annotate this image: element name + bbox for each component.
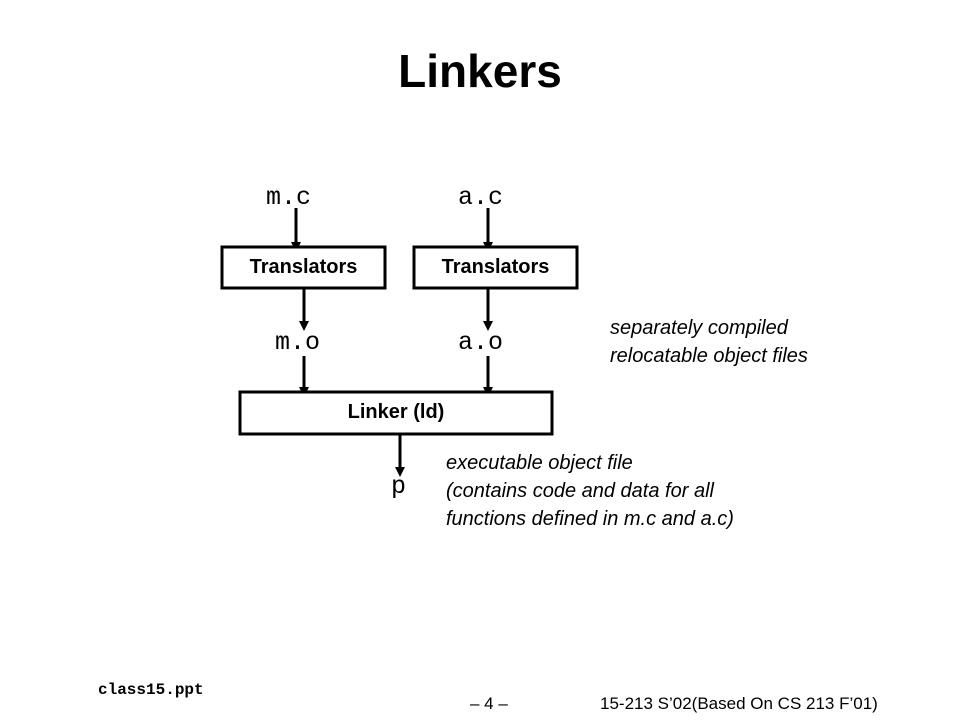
object-label-mo: m.o — [275, 328, 321, 357]
executable-note-line: functions defined in m.c and a.c) — [446, 508, 734, 530]
executable-note-line: executable object file — [446, 452, 633, 474]
relocatable-note-line: relocatable object files — [610, 345, 808, 367]
footer-course: 15-213 S’02(Based On CS 213 F’01) — [600, 694, 878, 713]
object-label-ao: a.o — [458, 328, 504, 357]
relocatable-note: separately compiled relocatable object f… — [610, 314, 808, 370]
executable-note: executable object file (contains code an… — [446, 449, 734, 533]
linker-box — [238, 390, 554, 436]
translator-label-left: Translators — [249, 256, 358, 278]
slide-title: Linkers — [398, 45, 562, 97]
translator-box-left — [220, 245, 387, 290]
translator-box-right — [412, 245, 579, 290]
relocatable-note-line: separately compiled — [610, 317, 788, 339]
translator-label-right: Translators — [441, 256, 550, 278]
source-label-mc: m.c — [266, 183, 312, 212]
linker-label: Linker (ld) — [347, 401, 445, 423]
footer-file: class15.ppt — [98, 681, 204, 699]
output-label-p: p — [391, 472, 407, 501]
source-label-ac: a.c — [458, 183, 504, 212]
executable-note-line: (contains code and data for all — [446, 480, 714, 502]
footer-page-number: – 4 – — [470, 694, 508, 713]
